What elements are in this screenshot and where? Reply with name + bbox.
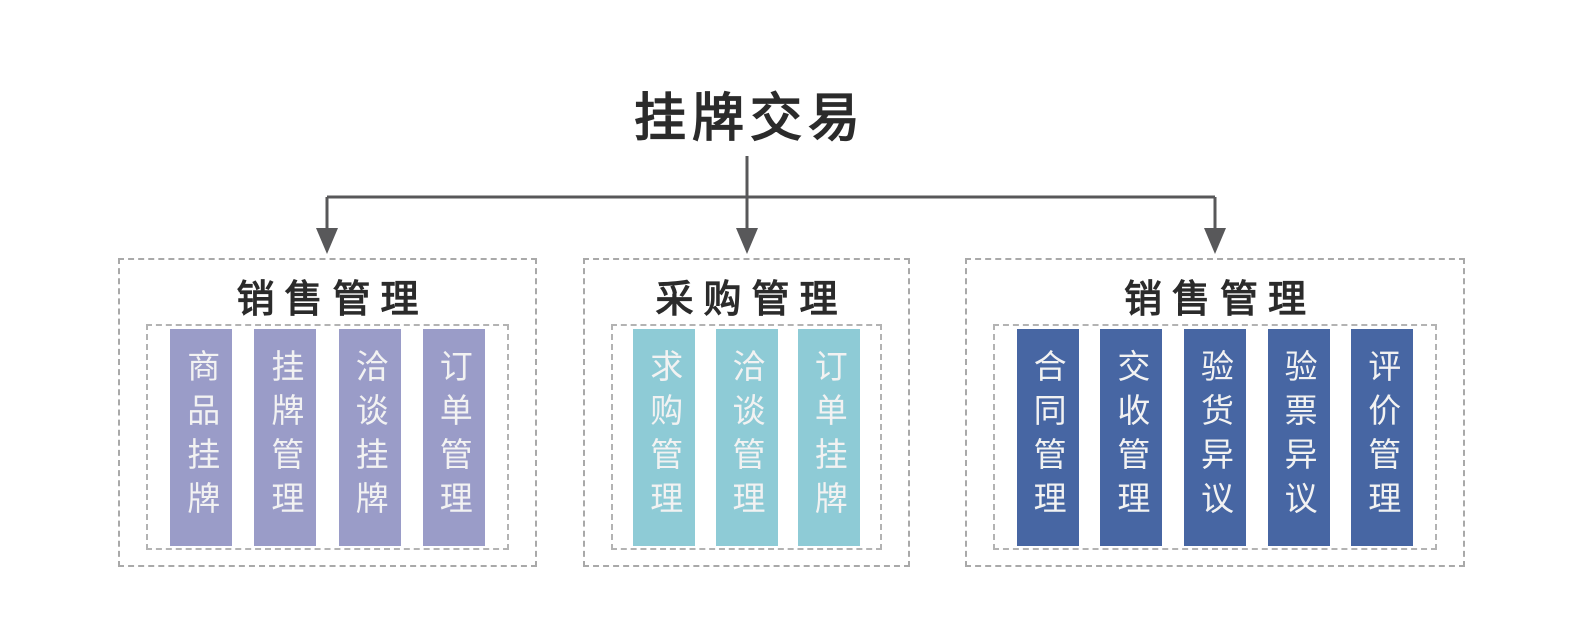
arrow-head-center-icon <box>736 228 758 254</box>
arrow-head-right-icon <box>1204 228 1226 254</box>
group-inner-frame: 商品挂牌 挂牌管理 洽谈挂牌 订单管理 <box>146 324 509 550</box>
module-bar: 挂牌管理 <box>254 328 317 546</box>
module-bar: 洽谈管理 <box>715 328 778 546</box>
module-bar: 订单管理 <box>422 328 485 546</box>
module-bar: 求购管理 <box>633 328 696 546</box>
module-bar: 评价管理 <box>1351 328 1414 546</box>
group-box-sales-right: 销售管理 合同管理 交收管理 验货异议 验票异议 评价管理 <box>965 258 1465 567</box>
group-inner-frame: 合同管理 交收管理 验货异议 验票异议 评价管理 <box>993 324 1437 550</box>
diagram-title: 挂牌交易 <box>633 90 867 148</box>
module-bar: 交收管理 <box>1100 328 1163 546</box>
group-inner-frame: 求购管理 洽谈管理 订单挂牌 <box>611 324 882 550</box>
group-title: 采购管理 <box>655 279 848 321</box>
group-title: 销售管理 <box>1123 279 1316 321</box>
module-bar: 合同管理 <box>1016 328 1079 546</box>
module-bar: 商品挂牌 <box>170 328 233 546</box>
module-bar: 验票异议 <box>1267 328 1330 546</box>
arrow-head-left-icon <box>316 228 338 254</box>
group-box-sales-left: 销售管理 商品挂牌 挂牌管理 洽谈挂牌 订单管理 <box>118 258 537 567</box>
module-bar: 洽谈挂牌 <box>338 328 401 546</box>
group-title: 销售管理 <box>236 279 429 321</box>
module-bar: 订单挂牌 <box>797 328 860 546</box>
group-box-procurement: 采购管理 求购管理 洽谈管理 订单挂牌 <box>583 258 910 567</box>
module-bar: 验货异议 <box>1183 328 1246 546</box>
